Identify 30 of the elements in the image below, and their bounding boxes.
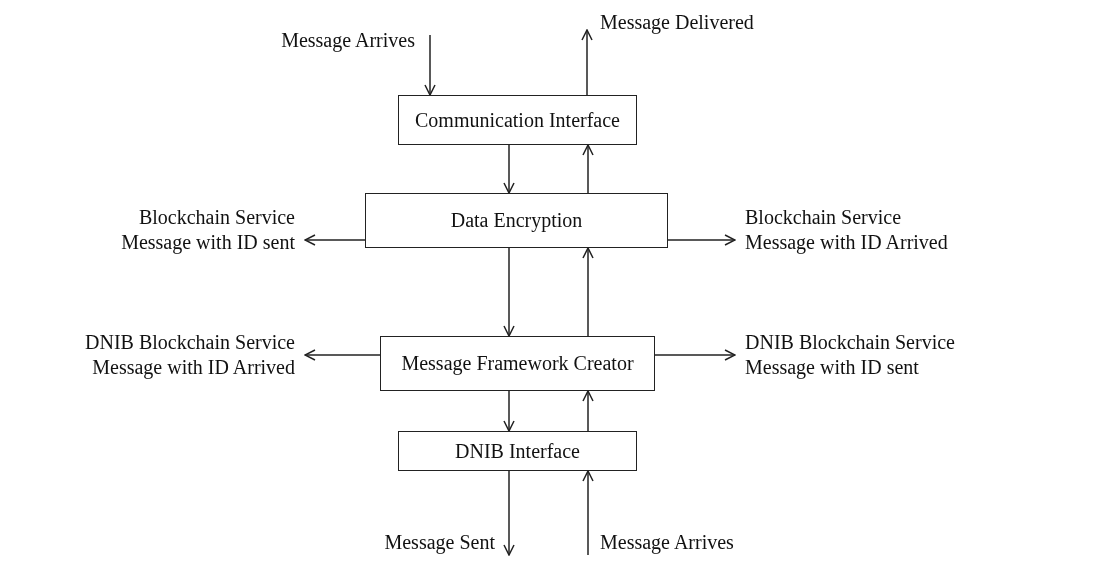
edge-label: Message Delivered [600, 10, 755, 35]
arrow [582, 247, 594, 337]
box-label: Communication Interface [415, 108, 620, 132]
edge-label: Message Sent [383, 530, 495, 555]
process-box [365, 193, 668, 248]
edge-label: DNIB Blockchain Service Message with ID Arrived [84, 330, 295, 380]
arrow [304, 349, 381, 361]
arrow [424, 34, 436, 96]
arrow [582, 390, 594, 432]
process-box [398, 95, 637, 145]
arrow [503, 247, 515, 337]
arrow [503, 390, 515, 432]
process-box [380, 336, 655, 391]
process-box [398, 431, 637, 471]
box-label: Message Framework Creator [401, 352, 634, 375]
arrow [654, 349, 736, 361]
edge-label: Message Arrives [600, 530, 735, 555]
arrow [582, 144, 594, 194]
edge-label: Message Arrives [280, 28, 415, 53]
edge-label: Blockchain Service Message with ID sent [120, 205, 295, 255]
arrow [503, 144, 515, 194]
box-label: DNIB Interface [455, 439, 580, 463]
arrow [304, 234, 366, 246]
edge-label: DNIB Blockchain Service Message with ID sent [745, 330, 956, 380]
arrow [582, 470, 594, 556]
arrow [667, 234, 736, 246]
arrow [503, 470, 515, 556]
arrow [581, 29, 593, 96]
box-label: Data Encryption [450, 209, 583, 232]
edge-label: Blockchain Service Message with ID Arrived [745, 205, 949, 255]
